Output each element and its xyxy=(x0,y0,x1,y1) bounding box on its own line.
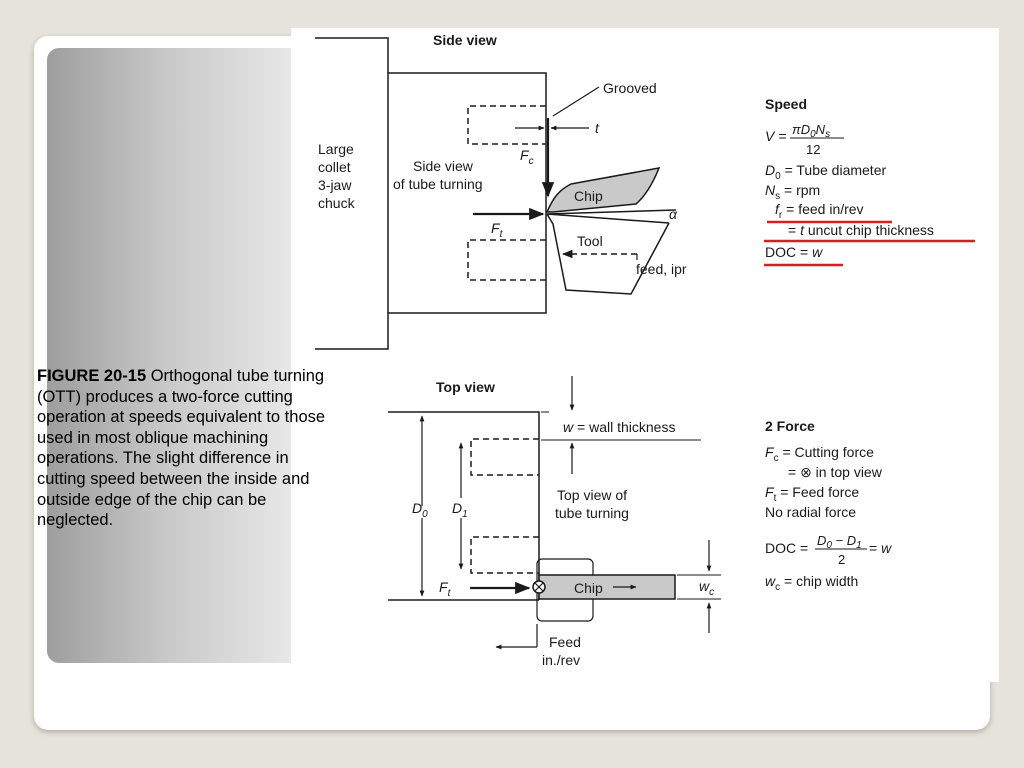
top-view-title: Top view xyxy=(436,379,495,395)
top-tube-outer xyxy=(388,411,540,600)
caption-figure-label: FIGURE 20-15 xyxy=(37,367,147,385)
groove-dashed-upper xyxy=(467,105,546,145)
speed-t-line: = t uncut chip thickness xyxy=(788,222,934,238)
force-fc-topview-line: = ⊗ in top view xyxy=(788,464,883,480)
top-view: Top view w = wall thickness D0 D1 Top vi… xyxy=(388,376,721,668)
side-chip xyxy=(545,167,661,213)
figure-caption: FIGURE 20-15 Orthogonal tube turning (OT… xyxy=(37,366,327,531)
speed-fr-line: fr = feed in/rev xyxy=(775,201,864,221)
top-chip xyxy=(538,574,676,600)
side-view: Side view Large collet 3-jaw chuck Side … xyxy=(315,32,687,350)
caption-text: Orthogonal tube turning (OTT) produces a… xyxy=(37,367,326,530)
force-heading: 2 Force xyxy=(765,418,815,434)
top-ft-label: Ft xyxy=(439,579,452,599)
force-doc-lhs: DOC = xyxy=(765,540,808,556)
speed-v-numerator: πD0Ns xyxy=(792,122,830,140)
chuck-outline xyxy=(315,37,389,350)
feed-ipr-label: feed, ipr xyxy=(636,261,687,277)
bore-dashed-upper xyxy=(470,438,539,476)
side-chip-label: Chip xyxy=(574,188,603,204)
d0-label: D0 xyxy=(412,500,428,520)
speed-block: Speed V = πD0Ns 12 D0 = Tube diameter Ns… xyxy=(764,96,975,267)
force-doc-rhs: = w xyxy=(869,540,892,556)
force-doc-numerator: D0 − D1 xyxy=(817,533,862,551)
tool-outline xyxy=(546,209,677,295)
force-no-radial: No radial force xyxy=(765,504,856,520)
grooved-leader xyxy=(552,86,600,117)
fc-label: Fc xyxy=(520,147,534,167)
bore-dashed-lower xyxy=(470,536,539,574)
figure-diagram: Side view Large collet 3-jaw chuck Side … xyxy=(315,32,975,668)
speed-ns-line: Ns = rpm xyxy=(765,182,820,202)
top-chip-label: Chip xyxy=(574,580,603,596)
ft-label: Ft xyxy=(491,220,504,240)
wc-label: wc xyxy=(699,578,714,598)
d1-label: D1 xyxy=(452,500,468,520)
alpha-label: α xyxy=(669,206,678,222)
chuck-label: Large collet 3-jaw chuck xyxy=(318,141,358,211)
force-doc-denominator: 2 xyxy=(838,552,845,567)
tool-label: Tool xyxy=(577,233,603,249)
speed-d0-line: D0 = Tube diameter xyxy=(765,162,886,182)
top-feed-label: Feed in./rev xyxy=(542,634,585,668)
force-wc-line: wc = chip width xyxy=(765,573,858,593)
force-block: 2 Force Fc = Cutting force = ⊗ in top vi… xyxy=(765,418,892,593)
side-tube-label: Side view of tube turning xyxy=(393,158,483,192)
grooved-label: Grooved xyxy=(603,80,657,96)
groove-dashed-lower xyxy=(467,239,546,281)
gradient-panel xyxy=(47,48,317,663)
force-ft-line: Ft = Feed force xyxy=(765,484,859,504)
speed-heading: Speed xyxy=(765,96,807,112)
cutting-force-x2 xyxy=(534,582,544,592)
figure-panel: Side view Large collet 3-jaw chuck Side … xyxy=(291,28,999,682)
force-fc-line: Fc = Cutting force xyxy=(765,444,874,464)
t-label: t xyxy=(595,120,600,136)
side-view-title: Side view xyxy=(433,32,497,48)
top-tube-label: Top view of tube turning xyxy=(555,487,631,521)
speed-v-denominator: 12 xyxy=(806,142,820,157)
wall-thickness-label: w = wall thickness xyxy=(563,419,675,435)
speed-v-lhs: V = xyxy=(765,128,786,144)
tube-outline xyxy=(388,72,547,314)
speed-doc-line: DOC = w xyxy=(765,244,823,260)
